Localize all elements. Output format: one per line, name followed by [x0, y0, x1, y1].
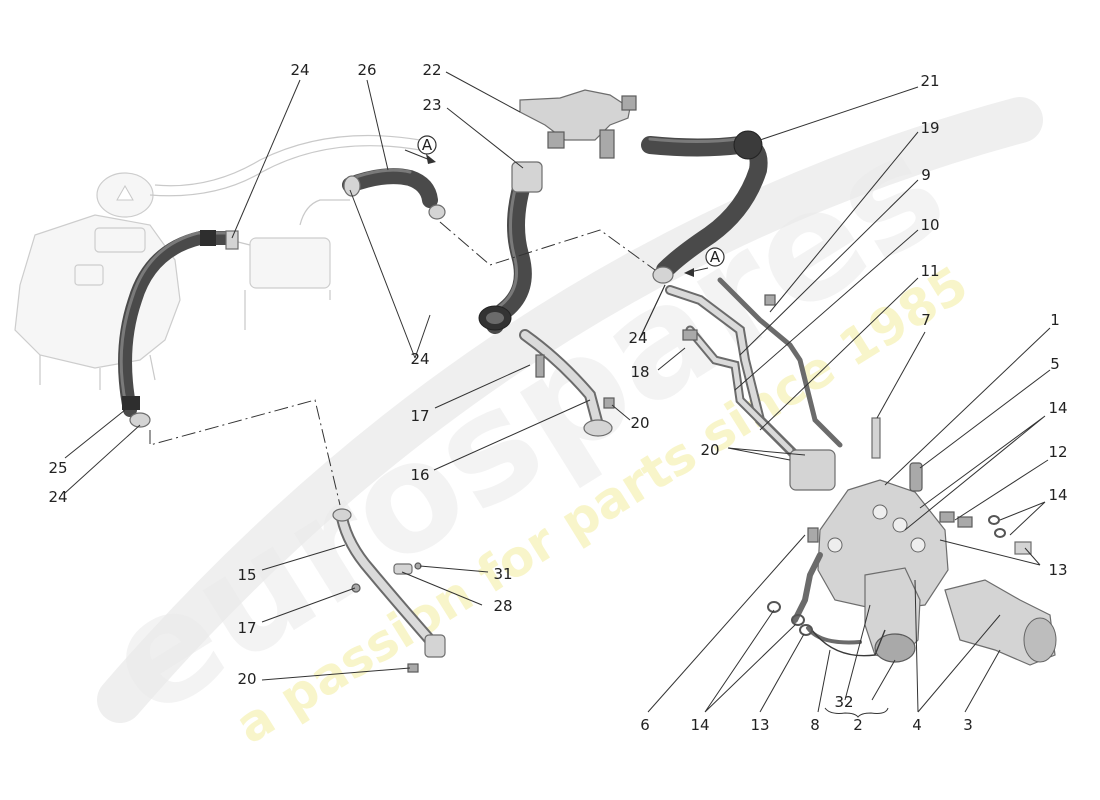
connection-lines	[149, 221, 656, 506]
callout-18[interactable]: 18	[630, 363, 649, 381]
marker-a-top-label: A	[422, 136, 433, 154]
callout-22[interactable]: 22	[422, 61, 441, 79]
thermostat-housing-assembly	[792, 417, 1057, 666]
callout-2[interactable]: 2	[853, 716, 863, 734]
clamp-24-left	[129, 230, 239, 428]
callout-12[interactable]: 12	[1048, 443, 1067, 461]
callout-13-a[interactable]: 13	[1048, 561, 1067, 579]
expansion-tank-ghost	[14, 134, 421, 390]
callout-9[interactable]: 9	[921, 166, 931, 184]
leader-lines	[64, 71, 1051, 718]
callout-25[interactable]: 25	[48, 459, 67, 477]
hose-26	[342, 168, 446, 220]
callout-19[interactable]: 19	[920, 119, 939, 137]
marker-a-right-label: A	[710, 248, 721, 266]
callout-32[interactable]: 32	[834, 693, 853, 711]
callout-10[interactable]: 10	[920, 216, 939, 234]
callout-5[interactable]: 5	[1050, 355, 1060, 373]
callout-24-top[interactable]: 24	[290, 61, 309, 79]
callout-13-b[interactable]: 13	[750, 716, 769, 734]
callout-24-center[interactable]: 24	[628, 329, 647, 347]
callout-7[interactable]: 7	[921, 311, 931, 329]
callout-23[interactable]: 23	[422, 96, 441, 114]
o-rings	[767, 515, 1006, 636]
callout-26[interactable]: 26	[357, 61, 376, 79]
callout-14-c[interactable]: 14	[690, 716, 709, 734]
view-marker-a-right[interactable]: A	[684, 247, 725, 277]
callout-4[interactable]: 4	[912, 716, 922, 734]
callout-24-mid[interactable]: 24	[410, 350, 429, 368]
pipe-15	[332, 508, 446, 673]
hose-23	[478, 161, 543, 334]
callout-31[interactable]: 31	[493, 565, 512, 583]
callout-1[interactable]: 1	[1050, 311, 1060, 329]
pipe-11	[665, 277, 843, 491]
callout-labels: 24 26 22 23 21 19 9 10 11 7 1 5 14 12 14…	[48, 61, 1067, 734]
callout-14-a[interactable]: 14	[1048, 399, 1067, 417]
callout-17-b[interactable]: 17	[237, 619, 256, 637]
callout-28[interactable]: 28	[493, 597, 512, 615]
callout-20-b[interactable]: 20	[700, 441, 719, 459]
callout-21[interactable]: 21	[920, 72, 939, 90]
callout-24-left[interactable]: 24	[48, 488, 67, 506]
view-marker-a-top[interactable]: A	[404, 135, 437, 164]
hose-21	[641, 130, 768, 284]
hose-25	[118, 230, 235, 417]
callout-11[interactable]: 11	[920, 262, 939, 280]
callout-16[interactable]: 16	[410, 466, 429, 484]
callout-15[interactable]: 15	[237, 566, 256, 584]
callout-8[interactable]: 8	[810, 716, 820, 734]
bracket-22	[519, 89, 637, 159]
callout-14-b[interactable]: 14	[1048, 486, 1067, 504]
callout-17-a[interactable]: 17	[410, 407, 429, 425]
callout-20-c[interactable]: 20	[237, 670, 256, 688]
callout-3[interactable]: 3	[963, 716, 973, 734]
callout-6[interactable]: 6	[640, 716, 650, 734]
pipe-16	[519, 329, 615, 437]
callout-20-a[interactable]: 20	[630, 414, 649, 432]
